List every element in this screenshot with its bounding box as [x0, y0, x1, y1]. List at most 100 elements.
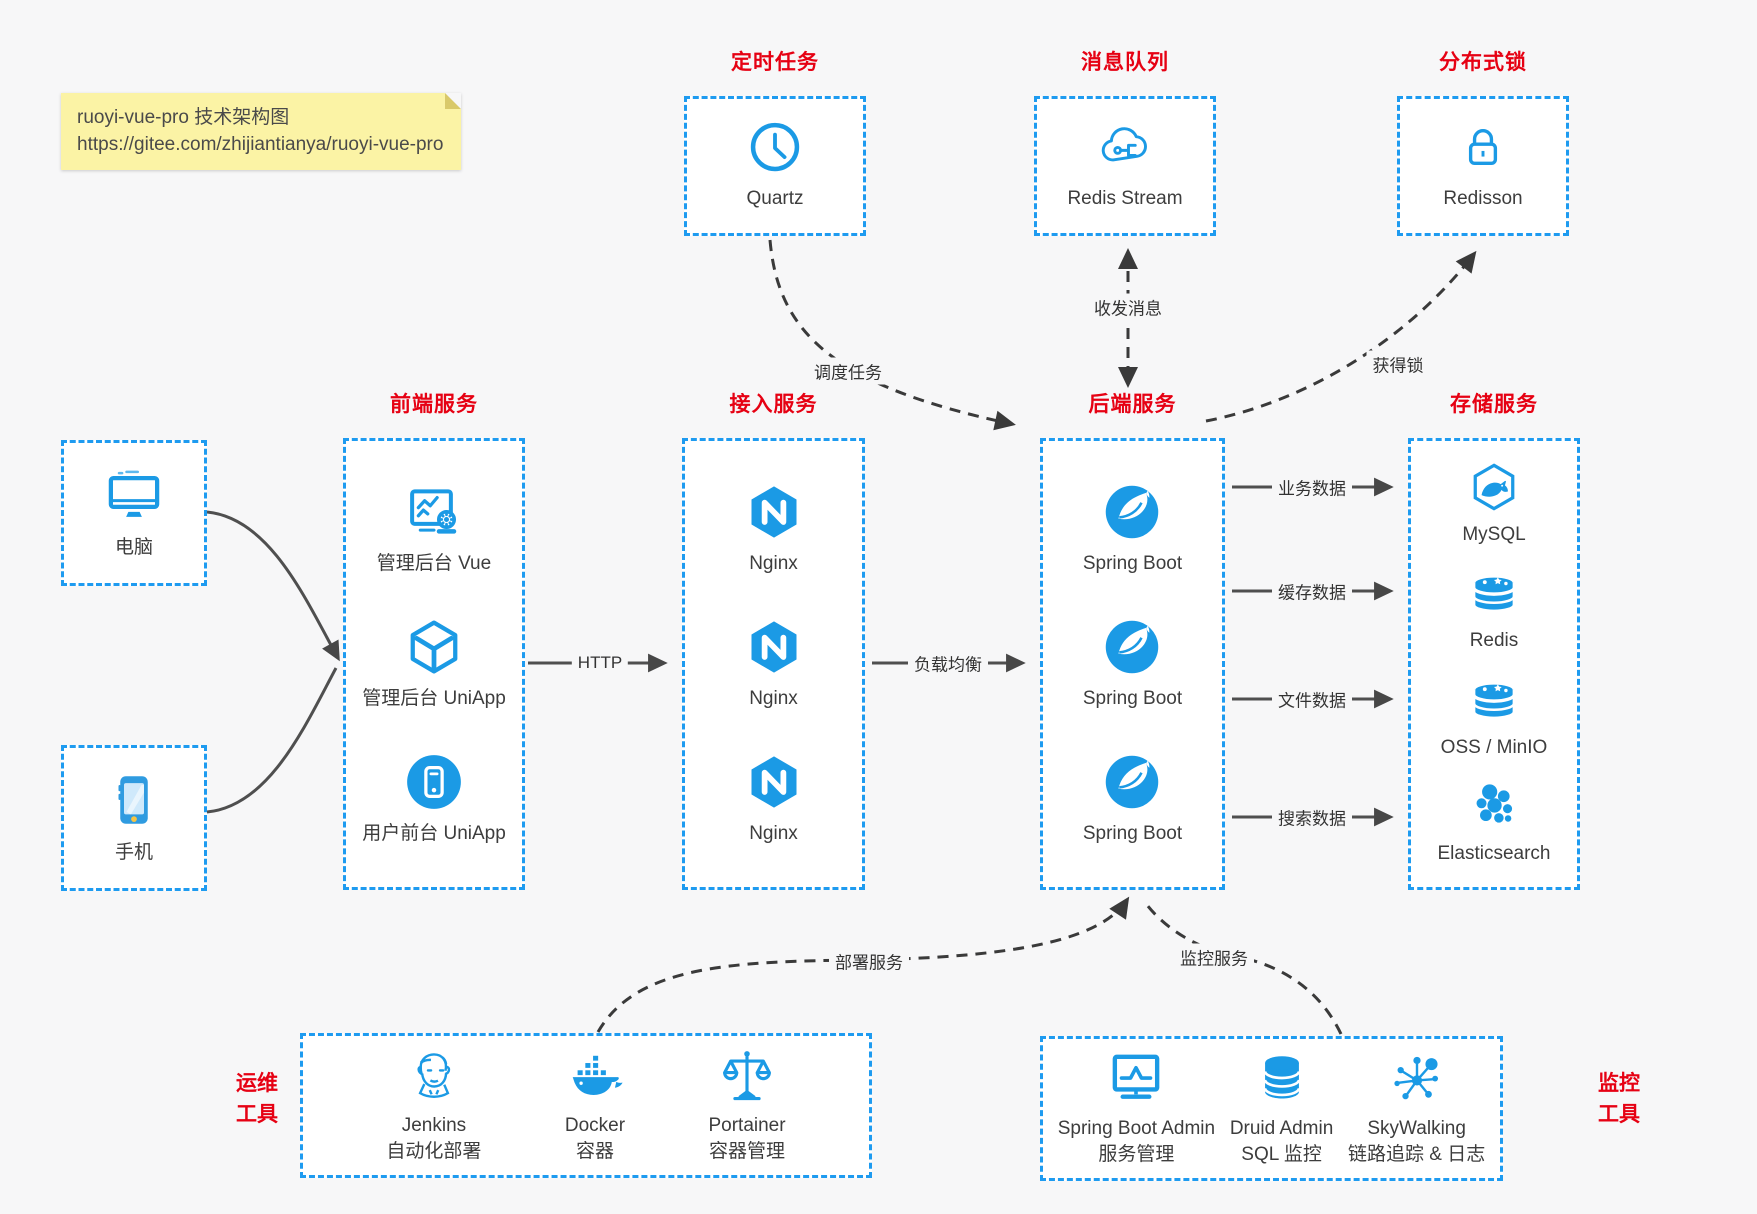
devops-tools-title: 运维 工具: [236, 1072, 278, 1126]
skywalking-icon: [1388, 1049, 1446, 1107]
group-title: 定时任务: [731, 51, 819, 74]
item-label: Spring Boot: [1082, 687, 1183, 709]
item-label: Nginx: [749, 552, 798, 574]
label-http: HTTP: [571, 652, 629, 674]
item-label: 用户前台 UniApp: [362, 822, 506, 844]
service-item: Elasticsearch: [1438, 780, 1551, 867]
item-label: Redis: [1469, 630, 1519, 652]
column-access-services: 接入服务 Nginx Nginx Nginx: [682, 392, 865, 890]
label-schedule-task: 调度任务: [808, 357, 888, 385]
lock-icon: [1456, 120, 1510, 174]
nginx-icon: [744, 482, 804, 542]
clock-icon: [748, 120, 802, 174]
item-label: Nginx: [749, 822, 798, 844]
column-title: 存储服务: [1450, 393, 1538, 416]
redis-stream-box: Redis Stream: [1034, 96, 1216, 236]
portainer-icon: [718, 1046, 776, 1104]
item-sublabel: 服务管理: [1098, 1144, 1175, 1165]
mysql-icon: [1468, 461, 1520, 513]
access-box: Nginx Nginx Nginx: [682, 438, 865, 890]
item-label: Quartz: [746, 188, 804, 210]
item-label: Redis Stream: [1067, 188, 1183, 210]
service-item: Nginx: [744, 617, 804, 712]
column-title: 前端服务: [390, 393, 478, 416]
group-distributed-lock: 分布式锁 Redisson: [1397, 50, 1569, 236]
item-label: Redisson: [1443, 188, 1523, 210]
note-title: ruoyi-vue-pro 技术架构图: [77, 107, 290, 128]
item-label: Docker: [564, 1115, 626, 1137]
docker-icon: [566, 1046, 624, 1104]
admin-vue-icon: [404, 482, 464, 542]
service-item: Spring Boot: [1083, 617, 1182, 712]
item-label: Spring Boot Admin: [1057, 1118, 1216, 1140]
label-acquire-lock: 获得锁: [1366, 350, 1430, 378]
column-title: 后端服务: [1088, 393, 1177, 416]
storage-box: MySQL Redis OSS / MinIO Elasticsearch: [1408, 438, 1580, 890]
column-backend-services: 后端服务 Spring Boot Spring Boot Spring Boot: [1040, 392, 1225, 890]
service-item: Nginx: [744, 482, 804, 577]
item-sublabel: 自动化部署: [386, 1141, 482, 1162]
item-sublabel: 容器: [575, 1141, 614, 1162]
service-item: Spring Boot: [1083, 482, 1182, 577]
service-item: Redis: [1468, 567, 1520, 654]
service-item: OSS / MinIO: [1440, 674, 1548, 761]
item-label: MySQL: [1462, 523, 1526, 545]
monitor-box: Spring Boot Admin 服务管理 Druid Admin SQL 监…: [1040, 1036, 1503, 1181]
label-cache-data: 缓存数据: [1272, 577, 1352, 605]
devops-box: Jenkins 自动化部署 Docker 容器 Portainer: [300, 1033, 872, 1178]
spring-icon: [1102, 617, 1162, 677]
label-send-receive-messages: 收发消息: [1088, 293, 1168, 321]
tool-item: SkyWalking 链路追踪 & 日志: [1348, 1049, 1485, 1167]
desktop-icon: [104, 465, 164, 525]
phone-box: 手机: [61, 745, 207, 891]
redis-stack-icon: [1468, 674, 1520, 726]
service-item: 管理后台 Vue: [377, 482, 491, 577]
label-monitor-service: 监控服务: [1174, 943, 1254, 971]
item-label: Druid Admin: [1229, 1118, 1334, 1140]
group-devops-tools: Jenkins 自动化部署 Docker 容器 Portainer: [300, 1033, 872, 1178]
nginx-icon: [744, 617, 804, 677]
item-label: Portainer: [708, 1115, 786, 1137]
item-sublabel: 容器管理: [709, 1141, 786, 1162]
client-pc: 电脑: [61, 440, 207, 586]
sba-icon: [1107, 1049, 1165, 1107]
elasticsearch-icon: [1468, 780, 1520, 832]
label-search-data: 搜索数据: [1272, 803, 1352, 831]
group-monitor-tools: Spring Boot Admin 服务管理 Druid Admin SQL 监…: [1040, 1036, 1503, 1181]
client-phone: 手机: [61, 745, 207, 891]
spring-icon: [1102, 482, 1162, 542]
column-frontend-services: 前端服务 管理后台 Vue 管理后台 UniApp 用户前台 UniApp: [343, 392, 525, 890]
frontend-box: 管理后台 Vue 管理后台 UniApp 用户前台 UniApp: [343, 438, 525, 890]
item-label: Jenkins: [401, 1115, 467, 1137]
column-title: 接入服务: [729, 393, 818, 416]
item-label: Spring Boot: [1082, 552, 1183, 574]
item-label: SkyWalking: [1367, 1118, 1466, 1140]
tool-item: Jenkins 自动化部署: [386, 1046, 481, 1164]
tool-item: Druid Admin SQL 监控: [1229, 1049, 1334, 1167]
user-app-icon: [404, 752, 464, 812]
redisson-box: Redisson: [1397, 96, 1569, 236]
item-sublabel: 链路追踪 & 日志: [1348, 1144, 1486, 1165]
label-business-data: 业务数据: [1272, 473, 1352, 501]
quartz-box: Quartz: [684, 96, 866, 236]
group-message-queue: 消息队列 Redis Stream: [1034, 50, 1216, 236]
label-deploy-service: 部署服务: [829, 947, 909, 975]
group-scheduled-task: 定时任务 Quartz: [684, 50, 866, 236]
item-label: Spring Boot: [1082, 822, 1183, 844]
cloud-stream-icon: [1098, 120, 1152, 174]
item-label: Elasticsearch: [1437, 843, 1551, 865]
item-label: OSS / MinIO: [1440, 736, 1548, 758]
group-title: 分布式锁: [1439, 51, 1527, 74]
redis-stack-icon: [1468, 567, 1520, 619]
group-title: 消息队列: [1081, 51, 1169, 74]
label-file-data: 文件数据: [1272, 685, 1352, 713]
backend-box: Spring Boot Spring Boot Spring Boot: [1040, 438, 1225, 890]
tool-item: Docker 容器: [565, 1046, 625, 1164]
service-item: 用户前台 UniApp: [362, 752, 506, 847]
label-load-balance: 负载均衡: [908, 649, 988, 677]
note-url: https://gitee.com/zhijiantianya/ruoyi-vu…: [77, 134, 444, 155]
item-sublabel: SQL 监控: [1241, 1144, 1322, 1165]
spring-icon: [1102, 752, 1162, 812]
uniapp-cube-icon: [404, 617, 464, 677]
